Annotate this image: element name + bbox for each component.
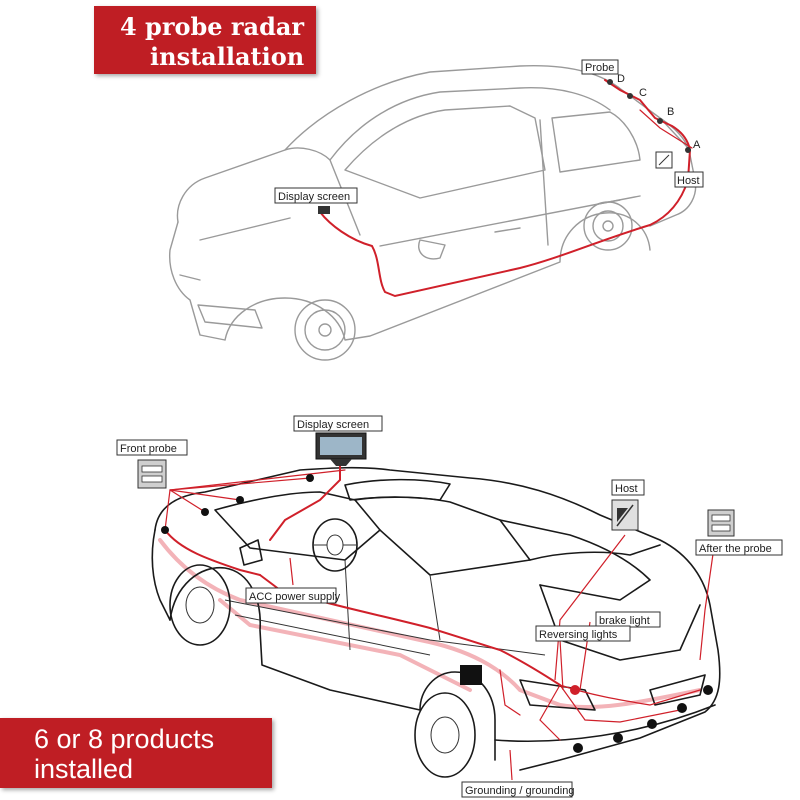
top-display-screen-label: Display screen	[278, 191, 350, 203]
probe-d-icon	[607, 79, 613, 85]
top-host-icon-mark	[658, 154, 670, 166]
grounding-label-box	[461, 781, 573, 798]
acc-label-box	[245, 587, 337, 604]
bottom-host-icon	[611, 499, 639, 531]
top-point-a-label: A	[693, 139, 701, 151]
top-host-label: Host	[677, 175, 700, 187]
bottom-display-screen-label: Display screen	[297, 419, 369, 431]
top-probes	[607, 79, 691, 153]
top-probe-label: Probe	[585, 62, 614, 74]
top-title-line-1: 4 probe radar	[120, 12, 305, 41]
top-point-c-label: C	[639, 87, 647, 99]
probe-c-icon	[627, 93, 633, 99]
acc-power-supply-label: ACC power supply	[249, 591, 341, 603]
top-probe-label-box	[581, 59, 619, 75]
front-probes	[161, 474, 314, 534]
brake-light-label: brake light	[599, 615, 650, 627]
front-probe-label: Front probe	[120, 443, 177, 455]
bottom-title-banner: 6 or 8 products installed	[0, 718, 272, 788]
probe-a-icon	[685, 147, 691, 153]
top-car-outline	[169, 65, 697, 361]
bottom-host-label-box	[611, 479, 645, 496]
bottom-title-line-2: installed	[34, 754, 134, 784]
top-display-label-box	[274, 187, 358, 204]
top-host-label-box	[674, 171, 704, 188]
bottom-display-label-box	[293, 415, 383, 432]
grounding-label: Grounding / grounding	[465, 785, 574, 797]
after-probe-label-box	[695, 539, 783, 556]
bottom-display-screen-icon	[315, 432, 367, 466]
top-wiring	[319, 79, 693, 298]
after-probe-icon	[707, 509, 735, 537]
top-point-b-label: B	[667, 106, 674, 118]
bottom-host-label: Host	[615, 483, 638, 495]
front-probe-label-box	[116, 439, 188, 456]
top-title-banner: 4 probe radar installation	[94, 6, 316, 74]
bottom-wiring	[164, 454, 701, 741]
reversing-lights-label: Reversing lights	[539, 629, 618, 641]
probe-b-icon	[657, 118, 663, 124]
rear-probes	[573, 685, 713, 753]
bottom-car-outline	[151, 466, 721, 778]
top-display-screen-icon	[318, 206, 330, 214]
bottom-title-line-1: 6 or 8 products	[34, 724, 215, 754]
brake-light-icon	[570, 685, 580, 695]
after-the-probe-label: After the probe	[699, 543, 772, 555]
top-title-line-2: installation	[150, 42, 305, 71]
front-probe-icon	[137, 459, 167, 489]
fuel-door	[460, 665, 482, 685]
reversing-lights-label-box	[535, 625, 631, 642]
top-point-d-label: D	[617, 73, 625, 85]
